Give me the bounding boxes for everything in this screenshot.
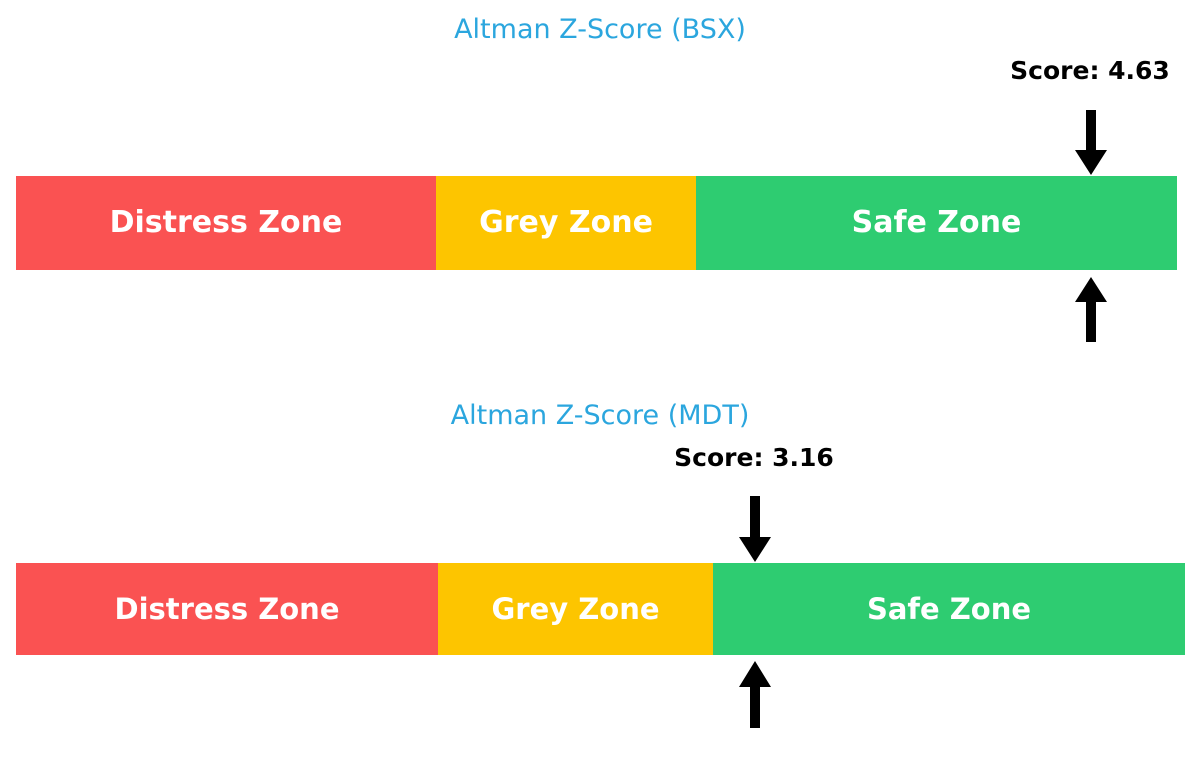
zone-safe-bsx[interactable]: Safe Zone (696, 176, 1177, 270)
zscore-panel-bsx: Altman Z-Score (BSX) Score: 4.63 Distres… (0, 0, 1200, 370)
zone-bar-mdt: Distress Zone Grey Zone Safe Zone (16, 563, 1185, 655)
zone-distress-label-bsx: Distress Zone (109, 205, 343, 240)
zone-distress-mdt[interactable]: Distress Zone (16, 563, 438, 655)
zone-grey-mdt[interactable]: Grey Zone (438, 563, 713, 655)
score-marker-down-arrow-mdt (738, 496, 772, 563)
score-marker-up-arrow-bsx (1074, 276, 1108, 342)
zone-distress-label-mdt: Distress Zone (114, 591, 340, 626)
zscore-panel-mdt: Altman Z-Score (MDT) Score: 3.16 Distres… (0, 386, 1200, 772)
zone-grey-label-mdt: Grey Zone (491, 591, 660, 626)
zone-safe-label-mdt: Safe Zone (866, 591, 1032, 626)
zone-bar-bsx: Distress Zone Grey Zone Safe Zone (16, 176, 1177, 270)
score-marker-up-arrow-mdt (738, 660, 772, 728)
zone-safe-label-bsx: Safe Zone (851, 205, 1022, 240)
panel-title-bsx: Altman Z-Score (BSX) (454, 14, 746, 45)
panel-title-mdt: Altman Z-Score (MDT) (450, 400, 750, 431)
score-label-mdt: Score: 3.16 (674, 443, 834, 472)
score-label-bsx: Score: 4.63 (1010, 56, 1170, 85)
zone-distress-bsx[interactable]: Distress Zone (16, 176, 436, 270)
zone-grey-bsx[interactable]: Grey Zone (436, 176, 696, 270)
zone-safe-mdt[interactable]: Safe Zone (713, 563, 1185, 655)
zone-grey-label-bsx: Grey Zone (479, 205, 653, 240)
score-marker-down-arrow-bsx (1074, 110, 1108, 176)
